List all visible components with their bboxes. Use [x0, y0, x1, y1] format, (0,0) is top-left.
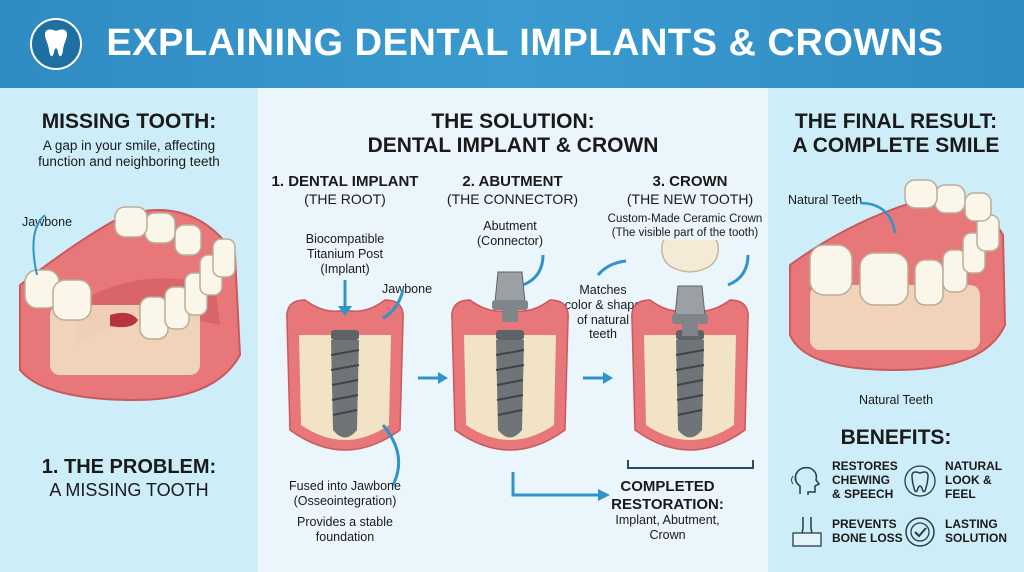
step-subtitle: (THE CONNECTOR)	[446, 190, 579, 207]
benefits-title: BENEFITS:	[840, 426, 952, 449]
tooth-outline-icon	[903, 464, 937, 498]
label-line: (Connector)	[477, 233, 543, 248]
head-speech-icon	[790, 464, 824, 498]
label-line: (Osseointegration)	[293, 493, 397, 508]
page-title: EXPLAINING DENTAL IMPLANTS & CROWNS	[106, 22, 944, 64]
label-line: of natural	[576, 312, 630, 327]
label-line: (Implant)	[320, 261, 370, 276]
label-line: Fused into Jawbone	[289, 479, 401, 493]
label-line: color & shape	[564, 297, 642, 312]
step-title: 2. ABUTMENT	[462, 173, 563, 190]
solution-title-2: DENTAL IMPLANT & CROWN	[367, 134, 659, 157]
label-line: teeth	[589, 327, 617, 342]
label-line: Abutment	[483, 219, 537, 233]
tooth-icon	[30, 18, 82, 70]
completed-restoration: COMPLETED RESTORATION: Implant, Abutment…	[605, 478, 730, 543]
step-crown: 3. CROWN (THE NEW TOOTH)	[615, 173, 765, 207]
natural-teeth-label-top: Natural Teeth	[788, 193, 863, 207]
label-line: Crown	[649, 528, 686, 543]
missing-tooth-jaw-illustration	[19, 206, 242, 402]
label-line: LASTING	[945, 517, 998, 532]
problem-title: 1. THE PROBLEM:	[41, 456, 217, 478]
osseointegration-label: Fused into Jawbone (Osseointegration)	[280, 479, 410, 509]
implant-diagrams	[286, 240, 754, 501]
missing-tooth-title: MISSING TOOTH:	[41, 110, 217, 133]
label-line: & SPEECH	[832, 486, 894, 501]
label-line: RESTORES	[832, 459, 898, 473]
abutment-label: Abutment (Connector)	[470, 219, 550, 249]
step-subtitle: (THE NEW TOOTH)	[626, 190, 754, 207]
natural-teeth-label-bottom: Natural Teeth	[858, 393, 934, 407]
missing-tooth-sub-1: A gap in your smile, affecting	[42, 138, 216, 153]
label-line: foundation	[315, 529, 375, 544]
label-line: (The visible part of the tooth)	[611, 226, 759, 239]
label-line: RESTORATION:	[611, 495, 724, 513]
result-title-2: A COMPLETE SMILE	[792, 134, 1000, 157]
label-line: Matches	[579, 283, 627, 297]
label-line: Titanium Post	[307, 246, 383, 261]
label-line: BONE LOSS	[832, 531, 903, 545]
check-circle-icon	[903, 515, 937, 549]
bone-tooth-icon	[790, 515, 824, 549]
step-abutment: 2. ABUTMENT (THE CONNECTOR)	[440, 173, 585, 207]
titanium-post-label: Biocompatible Titanium Post (Implant)	[285, 232, 405, 276]
label-line: SOLUTION	[945, 531, 1007, 545]
problem-subtitle: A MISSING TOOTH	[49, 480, 209, 500]
matches-label: Matches color & shape of natural teeth	[563, 283, 643, 342]
header: EXPLAINING DENTAL IMPLANTS & CROWNS	[0, 0, 1024, 88]
step-implant: 1. DENTAL IMPLANT (THE ROOT)	[265, 173, 425, 207]
label-line: CHEWING	[832, 472, 890, 487]
label-line: NATURAL	[945, 459, 1003, 473]
solution-title-1: THE SOLUTION:	[431, 110, 595, 133]
complete-smile-illustration	[789, 179, 1007, 372]
result-title-1: THE FINAL RESULT:	[794, 110, 998, 133]
label-line: Provides a stable	[297, 515, 393, 529]
label-line: FEEL	[945, 486, 976, 501]
jawbone-label-mid: Jawbone	[382, 282, 433, 296]
stable-foundation-label: Provides a stable foundation	[280, 515, 410, 545]
crown-label: Custom-Made Ceramic Crown (The visible p…	[585, 213, 785, 240]
label-line: LOOK &	[945, 472, 992, 487]
step-title: 1. DENTAL IMPLANT	[271, 173, 419, 190]
label-line: COMPLETED	[620, 478, 715, 495]
jawbone-label-left: Jawbone	[22, 215, 73, 229]
label-line: Implant, Abutment,	[615, 513, 720, 528]
step-subtitle: (THE ROOT)	[304, 190, 386, 207]
label-line: Custom-Made Ceramic Crown	[607, 213, 763, 225]
label-line: Biocompatible	[305, 232, 385, 246]
step-title: 3. CROWN	[652, 173, 728, 190]
missing-tooth-sub-2: function and neighboring teeth	[38, 154, 220, 169]
label-line: PREVENTS	[832, 517, 897, 532]
